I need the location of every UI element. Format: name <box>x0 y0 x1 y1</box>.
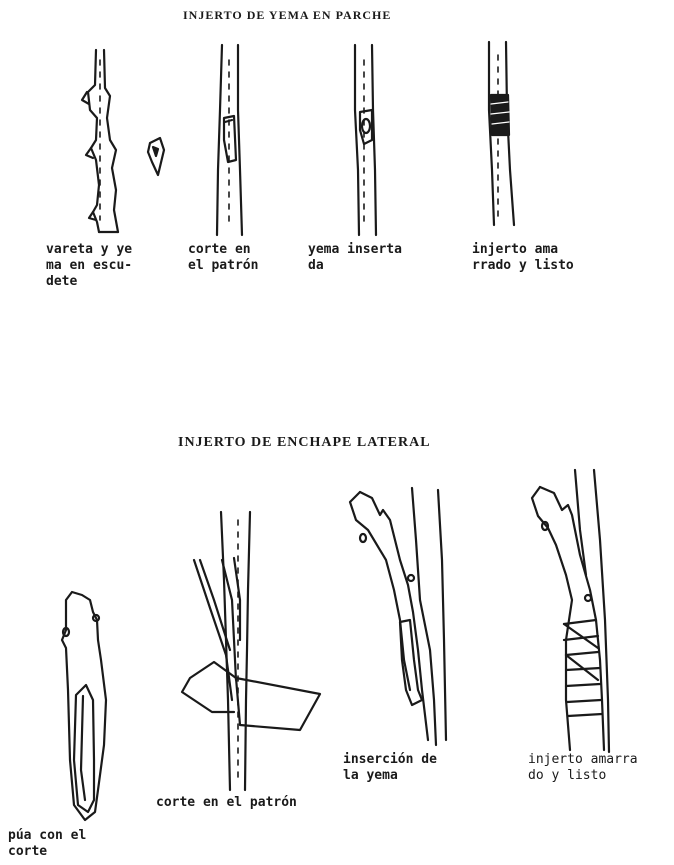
caption-vareta: vareta y ye ma en escu- dete <box>46 242 132 290</box>
vareta-stick-drawing <box>82 50 118 232</box>
caption-injerto-amarrado: injerto ama rrado y listo <box>472 242 574 274</box>
injerto-amarrado-lateral-drawing <box>532 470 609 752</box>
caption-insercion-yema: inserción de la yema <box>343 752 437 784</box>
injerto-amarrado-drawing <box>489 42 514 225</box>
insercion-yema-drawing <box>350 488 446 745</box>
caption-corte-patron: corte en el patrón <box>188 242 258 274</box>
corte-patron-drawing <box>217 45 242 235</box>
caption-corte-patron-lateral: corte en el patrón <box>156 795 297 811</box>
yema-insertada-drawing <box>355 45 376 235</box>
corte-patron-lateral-drawing <box>182 512 320 790</box>
caption-injerto-amarrado-listo: injerto amarra do y listo <box>528 752 638 784</box>
pua-corte-drawing <box>62 592 106 820</box>
caption-pua-corte: púa con el corte <box>8 828 86 860</box>
caption-yema-inserta: yema inserta da <box>308 242 402 274</box>
escudete-bud-drawing <box>148 138 164 175</box>
